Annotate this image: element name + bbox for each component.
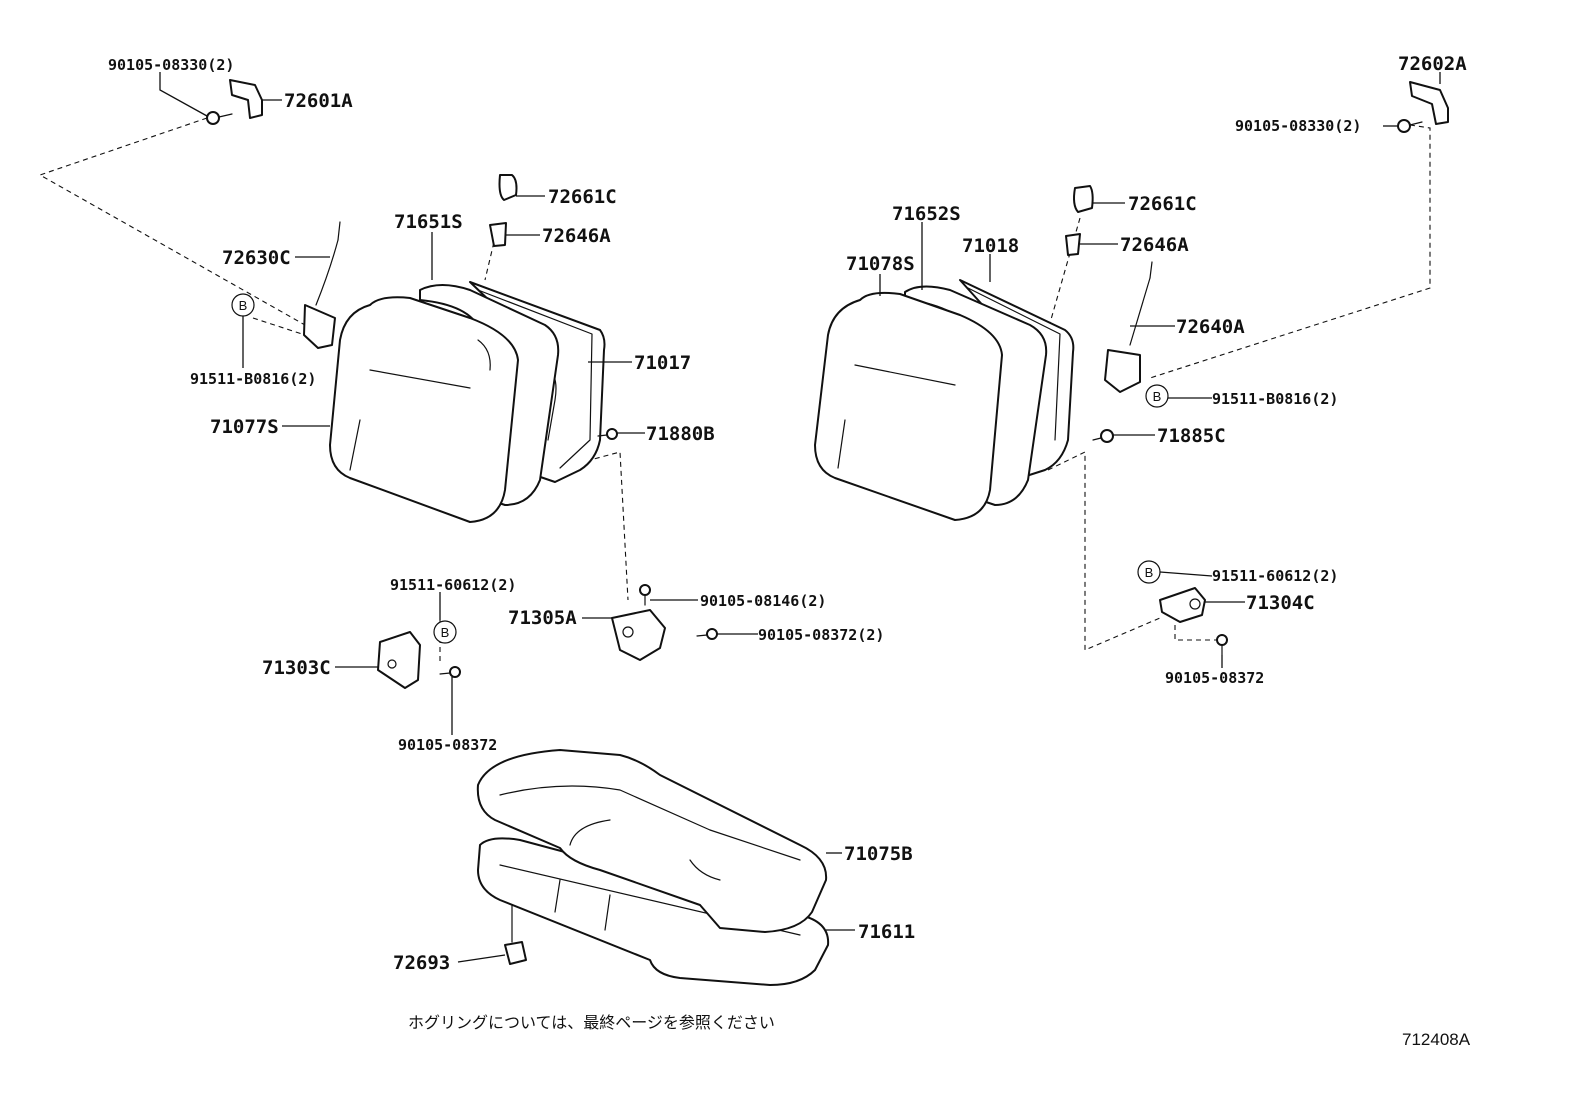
bolt-90105-08330-right: [1397, 119, 1423, 133]
callout-b-3-letter: B: [441, 625, 450, 640]
label-91511-B0816-left: 91511-B0816(2): [190, 370, 316, 388]
bracket-72602A: [1409, 81, 1449, 125]
callout-b-2: B: [1145, 384, 1169, 408]
knob-72661C-right: [1073, 185, 1094, 213]
label-71075B: 71075B: [844, 843, 913, 865]
label-90105-08372-center: 90105-08372(2): [758, 626, 884, 644]
callout-b-4-letter: B: [1145, 565, 1154, 580]
label-71017: 71017: [634, 352, 691, 374]
guide-72646A-right: [1065, 233, 1081, 256]
label-71077S: 71077S: [210, 416, 279, 438]
label-71880B: 71880B: [646, 423, 715, 445]
label-72630C: 72630C: [222, 247, 291, 269]
right-seatback-cover: [814, 291, 1003, 521]
label-72602A: 72602A: [1398, 53, 1467, 75]
label-90105-08330-left: 90105-08330(2): [108, 56, 234, 74]
label-71652S: 71652S: [892, 203, 961, 225]
label-71078S: 71078S: [846, 253, 915, 275]
lock-72640A: [1104, 261, 1153, 393]
bolt-90105-08372-left: [439, 666, 461, 678]
label-71305A: 71305A: [508, 607, 577, 629]
label-91511-60612-left: 91511-60612(2): [390, 576, 516, 594]
hinge-71303C: [377, 631, 421, 689]
label-72640A: 72640A: [1176, 316, 1245, 338]
bracket-72601A: [229, 79, 263, 119]
leader-lines: [159, 72, 1441, 963]
label-90105-08146: 90105-08146(2): [700, 592, 826, 610]
label-72661C-left: 72661C: [548, 186, 617, 208]
label-71304C: 71304C: [1246, 592, 1315, 614]
hinge-71305A: [611, 609, 666, 661]
part-labels: 90105-08330(2) 72601A 72630C 91511-B0816…: [108, 53, 1467, 974]
guide-72646A-left: [489, 222, 507, 247]
label-71018: 71018: [962, 235, 1019, 257]
label-71611: 71611: [858, 921, 915, 943]
hook-72693: [504, 904, 527, 965]
clip-71880B: [597, 428, 618, 440]
label-72693: 72693: [393, 952, 450, 974]
footer-note: ホグリングについては、最終ページを参照ください: [408, 1013, 775, 1032]
callout-b-4: B: [1137, 560, 1161, 584]
label-90105-08372-left: 90105-08372: [398, 736, 497, 754]
label-90105-08330-right: 90105-08330(2): [1235, 117, 1361, 135]
bolt-90105-08330-left: [206, 111, 233, 125]
label-91511-60612-right: 91511-60612(2): [1212, 567, 1338, 585]
label-71885C: 71885C: [1157, 425, 1226, 447]
label-72601A: 72601A: [284, 90, 353, 112]
seat-cushion-cover: [476, 749, 828, 933]
bolt-90105-08146: [639, 584, 651, 606]
diagram-code: 712408A: [1402, 1030, 1471, 1049]
clip-71885C: [1092, 429, 1114, 443]
label-90105-08372-right: 90105-08372: [1165, 669, 1264, 687]
left-seatback-cover: [329, 296, 519, 523]
knob-72661C-left: [498, 174, 518, 201]
callout-b-3: B: [433, 620, 457, 644]
hinge-71304C: [1159, 587, 1206, 623]
callout-b-1-letter: B: [239, 298, 248, 313]
label-72646A-left: 72646A: [542, 225, 611, 247]
label-71651S: 71651S: [394, 211, 463, 233]
bolt-90105-08372-center: [696, 628, 718, 640]
callout-b-2-letter: B: [1153, 389, 1162, 404]
bolt-90105-08372-right: [1216, 634, 1228, 656]
label-91511-B0816-right: 91511-B0816(2): [1212, 390, 1338, 408]
label-72646A-right: 72646A: [1120, 234, 1189, 256]
lock-72630C: [303, 221, 341, 349]
label-71303C: 71303C: [262, 657, 331, 679]
label-72661C-right: 72661C: [1128, 193, 1197, 215]
callout-b-1: B: [231, 293, 255, 317]
